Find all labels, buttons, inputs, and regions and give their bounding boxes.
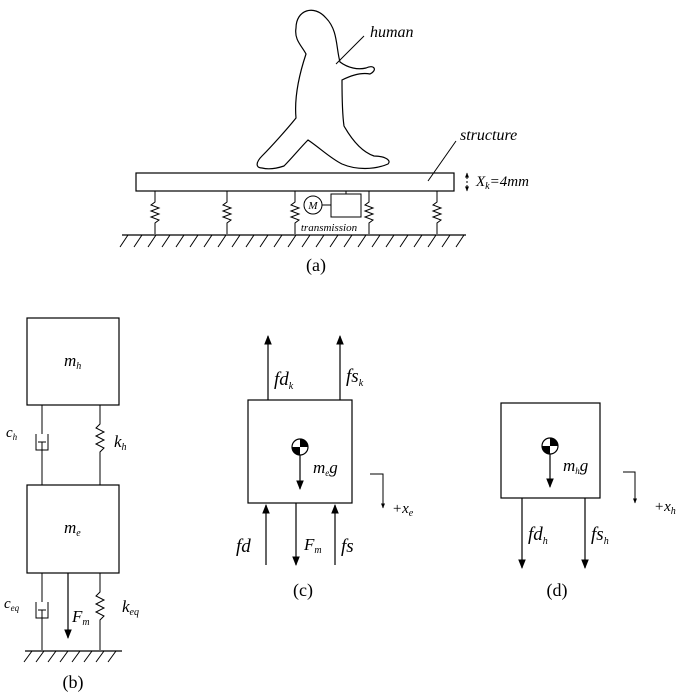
spring-5 <box>431 191 443 234</box>
fd-label: fd <box>236 536 251 557</box>
spring-bottom-label: keq <box>122 597 139 618</box>
transmission-label: transmission <box>301 222 358 234</box>
mass-human-label: mh <box>64 351 81 372</box>
fm-label: Fm <box>303 535 322 556</box>
weight-label-c: meg <box>313 458 338 478</box>
spring-bottom <box>94 573 106 650</box>
force-label-b: Fm <box>71 607 90 628</box>
spring-4 <box>363 191 375 234</box>
gearbox <box>330 193 362 218</box>
label-b: (b) <box>63 672 84 693</box>
spring-top-label: kh <box>114 432 127 453</box>
mass-equipment-label: me <box>64 518 81 539</box>
fdk-label: fdk <box>274 369 294 392</box>
label-d: (d) <box>547 580 568 601</box>
damper-bottom <box>35 573 49 650</box>
structure-label: structure <box>460 127 517 144</box>
mass-equipment-box <box>26 484 120 574</box>
center-of-mass-c <box>291 438 309 456</box>
human-silhouette <box>256 9 390 170</box>
panel-c: fdk fsk meg +xe fd Fm fs (c) <box>236 335 414 601</box>
fsh-label: fsh <box>591 524 609 547</box>
direction-arrow-c <box>370 473 385 509</box>
human-leader-line <box>335 35 365 65</box>
ground-hatch-b <box>23 650 117 663</box>
weight-label-d: mhg <box>563 456 588 476</box>
spring-1 <box>149 191 161 234</box>
fs-label: fs <box>341 536 354 557</box>
motor-label: M <box>307 200 318 212</box>
fsk-label: fsk <box>346 366 364 389</box>
structure-plate <box>135 172 455 192</box>
ground-hatch-a <box>119 234 465 248</box>
direction-label-c: +xe <box>392 501 414 519</box>
spring-2 <box>221 191 233 234</box>
displacement-label: Xk=4mm <box>475 174 529 192</box>
damper-bottom-label: ceq <box>4 596 20 613</box>
label-a: (a) <box>306 255 326 276</box>
fdh-label: fdh <box>528 524 548 547</box>
panel-d: mhg +xh fdh fsh (d) <box>500 402 676 601</box>
panel-a: human structure Xk=4mm M transmission (a… <box>119 9 529 276</box>
mass-human-box <box>26 317 120 406</box>
support-springs <box>149 191 443 234</box>
spring-3 <box>289 191 301 234</box>
damper-top <box>35 405 49 485</box>
human-label: human <box>370 24 414 41</box>
label-c: (c) <box>293 580 313 601</box>
spring-top <box>94 405 106 485</box>
direction-arrow-d <box>623 471 637 504</box>
structure-leader-line <box>427 140 457 182</box>
damper-top-label: ch <box>6 425 18 442</box>
panel-b: mh me ch kh ceq Fm keq (b) <box>4 317 139 693</box>
direction-label-d: +xh <box>654 499 676 517</box>
center-of-mass-d <box>541 437 559 455</box>
